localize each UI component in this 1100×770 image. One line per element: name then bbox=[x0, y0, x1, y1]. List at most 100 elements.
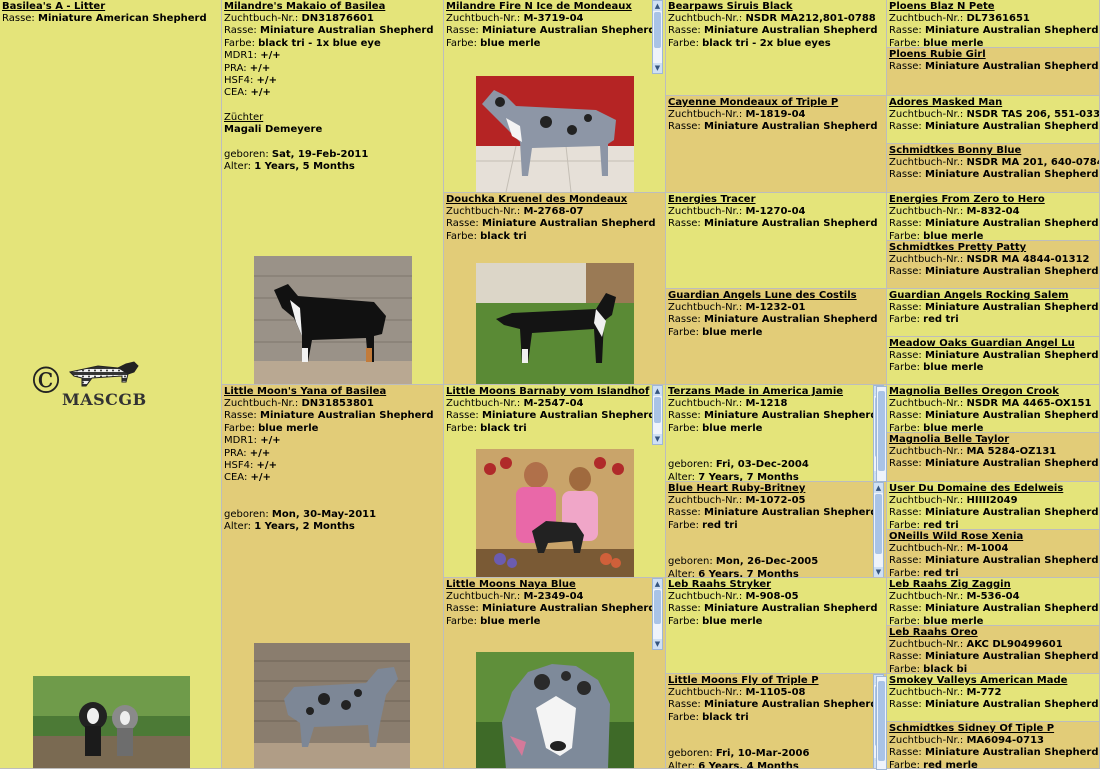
grandparent-name-link[interactable]: Douchka Kruenel des Mondeaux bbox=[446, 194, 628, 205]
grandparent-color: blue merle bbox=[480, 37, 541, 49]
gen4-cell-12: ONeills Wild Rose Xenia Zuchtbuch-Nr.: M… bbox=[887, 530, 1100, 578]
gen4-cell-16: Schmidtkes Sidney Of Tiple P Zuchtbuch-N… bbox=[887, 722, 1100, 769]
gen4-breed: Miniature Australian Shepherd bbox=[925, 266, 1099, 278]
gen4-name-link[interactable]: Ploens Blaz N Pete bbox=[889, 1, 995, 12]
scroll-down-arrow-icon[interactable]: ▼ bbox=[874, 567, 883, 577]
gen4-name-link[interactable]: Leb Raahs Oreo bbox=[889, 627, 978, 638]
gen4-name-link[interactable]: Energies From Zero to Hero bbox=[889, 194, 1045, 205]
gen3-name-link[interactable]: Bearpaws Siruis Black bbox=[668, 1, 793, 12]
stud-label: Zuchtbuch-Nr.: bbox=[889, 13, 964, 24]
gen4-name-link[interactable]: Schmidtkes Bonny Blue bbox=[889, 145, 1022, 156]
gen3-name-link[interactable]: Terzans Made in America Jamie bbox=[668, 386, 844, 397]
gen4-name-link[interactable]: Magnolia Belle Taylor bbox=[889, 434, 1010, 445]
gen3-breed: Miniature Australian Shepherd bbox=[704, 410, 878, 422]
scroll-up-arrow-icon[interactable]: ▲ bbox=[653, 386, 662, 396]
color-label: Farbe: bbox=[224, 37, 255, 49]
gen3-cell-1: Bearpaws Siruis Black Zuchtbuch-Nr.: NSD… bbox=[666, 0, 887, 96]
scrollbar[interactable] bbox=[876, 386, 887, 482]
color-label: Farbe: bbox=[889, 314, 920, 326]
stud-label: Zuchtbuch-Nr.: bbox=[668, 591, 743, 602]
gen3-name-link[interactable]: Leb Raahs Stryker bbox=[668, 579, 772, 590]
scroll-down-arrow-icon[interactable]: ▼ bbox=[653, 434, 662, 444]
gen4-name-link[interactable]: Smokey Valleys American Made bbox=[889, 675, 1068, 686]
dam-name-link[interactable]: Little Moon's Yana of Basilea bbox=[224, 386, 387, 397]
scrollbar[interactable] bbox=[876, 676, 887, 770]
gen4-name-link[interactable]: Schmidtkes Pretty Patty bbox=[889, 242, 1027, 253]
color-label: Farbe: bbox=[889, 37, 920, 48]
gen4-name-link[interactable]: Meadow Oaks Guardian Angel Lu bbox=[889, 338, 1075, 349]
gen4-name-link[interactable]: Adores Masked Man bbox=[889, 97, 1003, 108]
gen4-breed: Miniature Australian Shepherd bbox=[925, 458, 1099, 470]
color-label: Farbe: bbox=[446, 37, 477, 49]
sire-pra: +/+ bbox=[249, 62, 271, 74]
grandparent-name-link[interactable]: Little Moons Barnaby vom Islandhof bbox=[446, 386, 650, 397]
gen3-cell-8: Little Moons Fly of Triple P Zuchtbuch-N… bbox=[666, 674, 887, 769]
breed-label: Rasse: bbox=[889, 651, 922, 663]
gen4-stud: M-832-04 bbox=[966, 206, 1020, 217]
gen4-name-link[interactable]: Schmidtkes Sidney Of Tiple P bbox=[889, 723, 1055, 734]
dam-hsf4: +/+ bbox=[256, 460, 277, 472]
grandparent-stud: M-2547-04 bbox=[523, 398, 584, 409]
gen3-name-link[interactable]: Energies Tracer bbox=[668, 194, 756, 205]
grandparent-name-link[interactable]: Milandre Fire N Ice de Mondeaux bbox=[446, 1, 632, 12]
breed-label: Rasse: bbox=[668, 410, 701, 422]
scroll-up-arrow-icon[interactable]: ▲ bbox=[653, 1, 662, 11]
breed-label: Rasse: bbox=[668, 699, 701, 711]
gen4-breed: Miniature Australian Shepherd bbox=[925, 61, 1099, 72]
gen3-name-link[interactable]: Blue Heart Ruby-Britney bbox=[668, 483, 806, 494]
gen4-color: red tri bbox=[923, 519, 959, 530]
breed-label: Rasse: bbox=[889, 458, 922, 470]
scroll-up-arrow-icon[interactable]: ▲ bbox=[653, 579, 662, 589]
gen4-stud: HIIII2049 bbox=[966, 495, 1018, 506]
grandparent-name-link[interactable]: Little Moons Naya Blue bbox=[446, 579, 576, 590]
litter-name-link[interactable]: Basilea's A - Litter bbox=[2, 1, 106, 12]
gen3-name-link[interactable]: Cayenne Mondeaux of Triple P bbox=[668, 97, 839, 108]
gen3-cell-2: Cayenne Mondeaux of Triple P Zuchtbuch-N… bbox=[666, 96, 887, 193]
gen4-name-link[interactable]: Magnolia Belles Oregon Crook bbox=[889, 386, 1059, 397]
scroll-thumb[interactable] bbox=[654, 590, 661, 624]
color-label: Farbe: bbox=[889, 519, 920, 530]
scrollbar[interactable]: ▲ ▼ bbox=[652, 0, 663, 74]
sire-mdr1: +/+ bbox=[260, 50, 281, 62]
born-label: geboren: bbox=[224, 508, 269, 520]
stud-label: Zuchtbuch-Nr.: bbox=[889, 109, 964, 120]
gen4-name-link[interactable]: Leb Raahs Zig Zaggin bbox=[889, 579, 1011, 590]
gen4-name-link[interactable]: ONeills Wild Rose Xenia bbox=[889, 531, 1024, 542]
scroll-down-arrow-icon[interactable]: ▼ bbox=[653, 639, 662, 649]
scrollbar[interactable]: ▲ ▼ bbox=[652, 385, 663, 445]
dam-mdr1: +/+ bbox=[260, 435, 281, 447]
scroll-thumb[interactable] bbox=[654, 397, 661, 423]
gen3-name-link[interactable]: Little Moons Fly of Triple P bbox=[668, 675, 819, 686]
gen4-color: red tri bbox=[923, 567, 959, 578]
gen3-stud: M-1819-04 bbox=[745, 109, 806, 120]
gen4-stud: NSDR MA 201, 640-0784 bbox=[966, 157, 1100, 168]
gen4-color: blue merle bbox=[923, 615, 984, 626]
sire-cea: +/+ bbox=[250, 87, 271, 99]
scroll-thumb[interactable] bbox=[878, 681, 885, 761]
scroll-up-arrow-icon[interactable]: ▲ bbox=[874, 483, 883, 493]
grandparent-cell-4: Little Moons Naya Blue Zuchtbuch-Nr.: M-… bbox=[444, 578, 666, 769]
scroll-down-arrow-icon[interactable]: ▼ bbox=[653, 63, 662, 73]
gen4-breed: Miniature Australian Shepherd bbox=[925, 651, 1099, 663]
gen4-breed: Miniature Australian Shepherd bbox=[925, 555, 1099, 567]
sire-name-link[interactable]: Milandre's Makaio of Basilea bbox=[224, 1, 386, 12]
color-label: Farbe: bbox=[668, 519, 699, 531]
gen3-name-link[interactable]: Guardian Angels Lune des Costils bbox=[668, 290, 857, 301]
stud-label: Zuchtbuch-Nr.: bbox=[668, 398, 743, 409]
scrollbar[interactable]: ▲ ▼ bbox=[873, 482, 884, 577]
gen4-breed: Miniature Australian Shepherd bbox=[925, 121, 1099, 133]
gen4-name-link[interactable]: Ploens Rubie Girl bbox=[889, 49, 986, 60]
scrollbar[interactable]: ▲ ▼ bbox=[652, 578, 663, 650]
color-label: Farbe: bbox=[446, 422, 477, 434]
gen4-name-link[interactable]: Guardian Angels Rocking Salem bbox=[889, 290, 1069, 301]
scroll-thumb[interactable] bbox=[878, 391, 885, 471]
born-label: geboren: bbox=[224, 148, 269, 160]
stud-label: Zuchtbuch-Nr.: bbox=[889, 157, 964, 168]
gen4-cell-5: Energies From Zero to Hero Zuchtbuch-Nr.… bbox=[887, 193, 1100, 241]
gen3-born: Fri, 10-Mar-2006 bbox=[715, 748, 810, 760]
gen4-name-link[interactable]: User Du Domaine des Edelweis bbox=[889, 483, 1064, 494]
grandparent-breed: Miniature Australian Shepherd bbox=[482, 410, 656, 422]
gen4-color: red tri bbox=[923, 314, 959, 326]
scroll-thumb[interactable] bbox=[654, 12, 661, 48]
scroll-thumb[interactable] bbox=[875, 494, 882, 554]
